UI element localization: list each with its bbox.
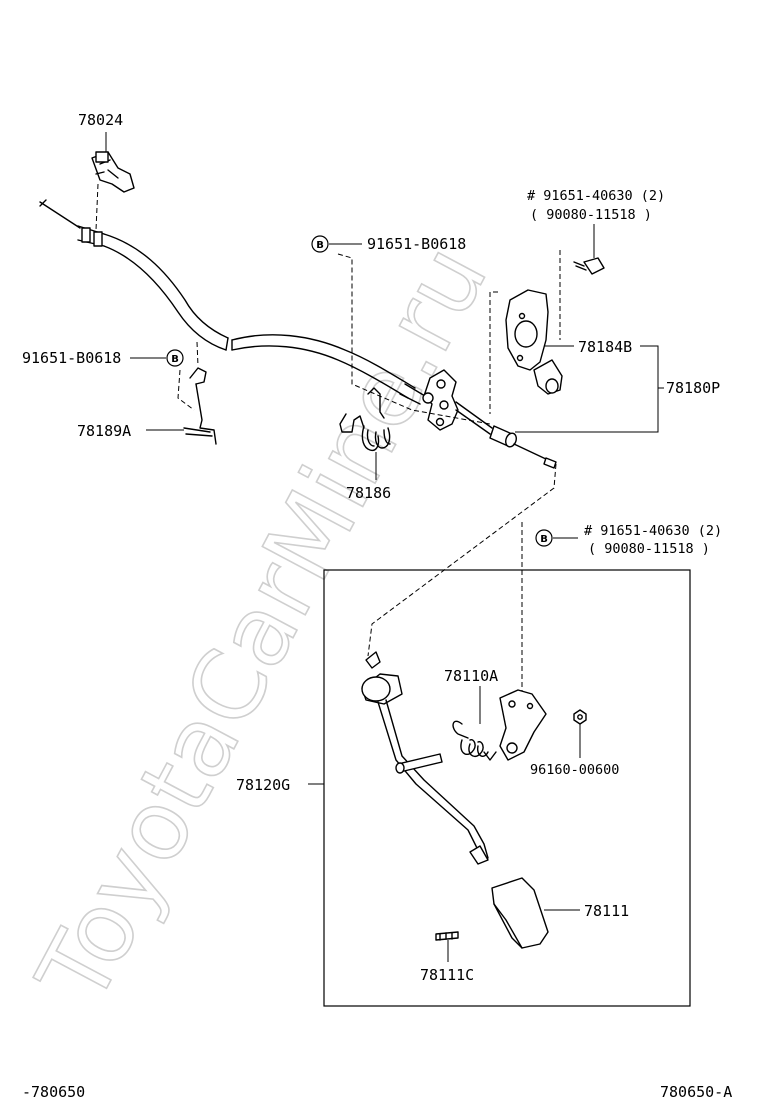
accelerator-cable [39,199,426,405]
pedal-pad-78111 [491,877,549,949]
watermark: ToyotaCarMine.ru [16,228,509,1022]
label-91651-B0618-left: 91651-B0618 [22,349,121,367]
label-78189A: 78189A [77,422,131,440]
pedal-spring-78110a [452,720,497,761]
label-78180P: 78180P [666,379,720,397]
bolt-mark-b0618-top: B [311,235,329,253]
label-78024: 78024 [78,111,123,129]
label-91651-B0618-top: 91651-B0618 [367,235,466,253]
pedal-arm-78120g [361,651,489,865]
label-bolt-top-number: # 91651-40630 (2) [527,188,665,204]
cable-clamp-78024 [91,151,135,193]
label-78120G: 78120G [236,776,290,794]
label-78110A: 78110A [444,667,498,685]
footer-right-code: 780650-A [660,1083,732,1101]
label-bolt-mid-number: # 91651-40630 (2) [584,523,722,539]
bolt-mark-40630-mid: B [535,529,553,547]
label-78111C: 78111C [420,966,474,984]
pedal-bracket-78110a [499,689,547,761]
footer-left-code: -780650 [22,1083,85,1101]
label-bolt-mid-alt: ( 90080-11518 ) [588,541,710,557]
return-spring-78186 [339,387,391,480]
svg-text:B: B [171,354,179,365]
bolt-91651-40630-top [573,257,605,275]
bolt-mark-b0618-left: B [166,349,184,367]
pedal-assembly-frame [323,569,691,1007]
cable-end-fitting [489,425,557,469]
svg-text:B: B [540,534,548,545]
pedal-bracket-78184b [505,289,563,395]
label-96160-00600: 96160-00600 [530,762,619,778]
label-bolt-top-alt: ( 90080-11518 ) [530,207,652,223]
cable-bracket-plate [422,369,493,435]
nut-96160-00600 [573,709,587,725]
clamp-78189a [183,367,217,445]
label-78186: 78186 [346,484,391,502]
svg-text:B: B [316,240,324,251]
label-78184B: 78184B [578,338,632,356]
pin-78111c [435,931,459,941]
label-78111: 78111 [584,902,629,920]
